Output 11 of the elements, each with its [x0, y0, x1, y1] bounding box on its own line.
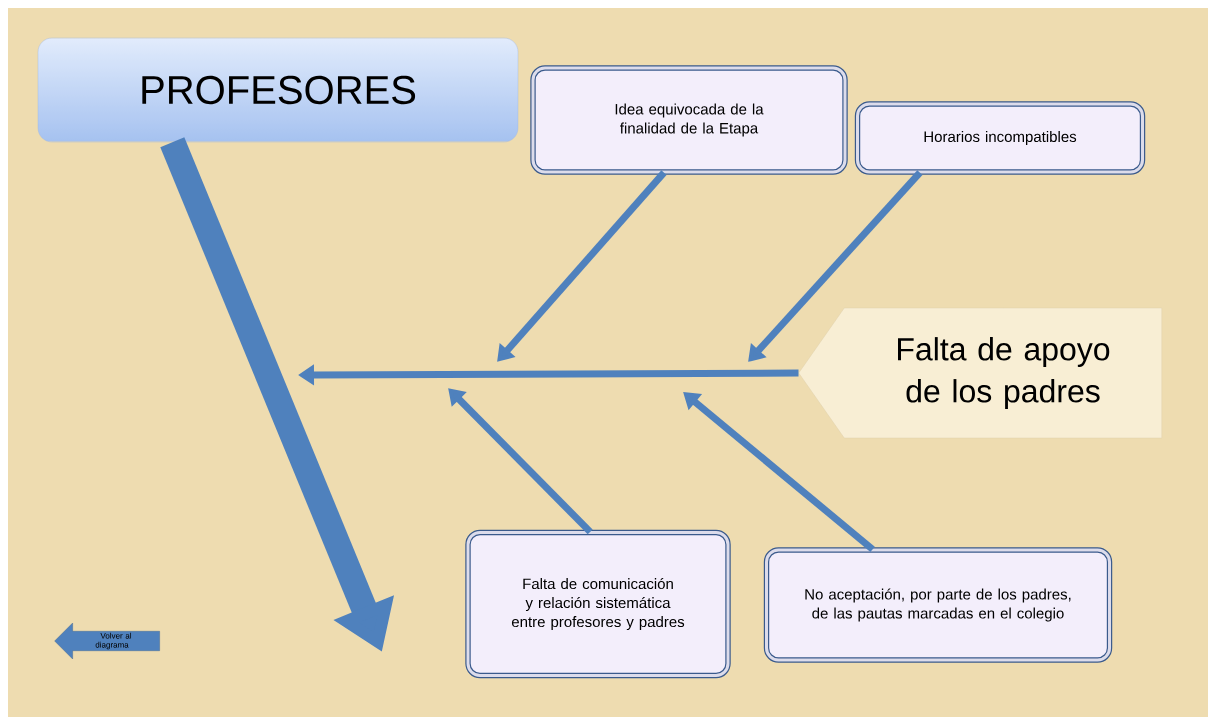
- arrow: [683, 392, 875, 553]
- back-arrow-button: Volver al diagrama: [54, 622, 160, 660]
- cause-box: Horarios incompatibles: [854, 101, 1146, 175]
- problem-banner: Falta de apoyo de los padres: [798, 307, 1162, 439]
- cause-box: Idea equivocada de la finalidad de la Etapa: [530, 65, 848, 175]
- heading-box: PROFESORES: [37, 37, 519, 143]
- cause-box: Falta de comunicación y relación sistemática entre profesores y padres: [465, 529, 731, 679]
- cause-box: No aceptación, por parte de los padres, de las pautas marcadas en el colegio: [763, 547, 1113, 663]
- arrow: [748, 170, 923, 362]
- arrow: [497, 170, 667, 362]
- arrow: [448, 388, 593, 535]
